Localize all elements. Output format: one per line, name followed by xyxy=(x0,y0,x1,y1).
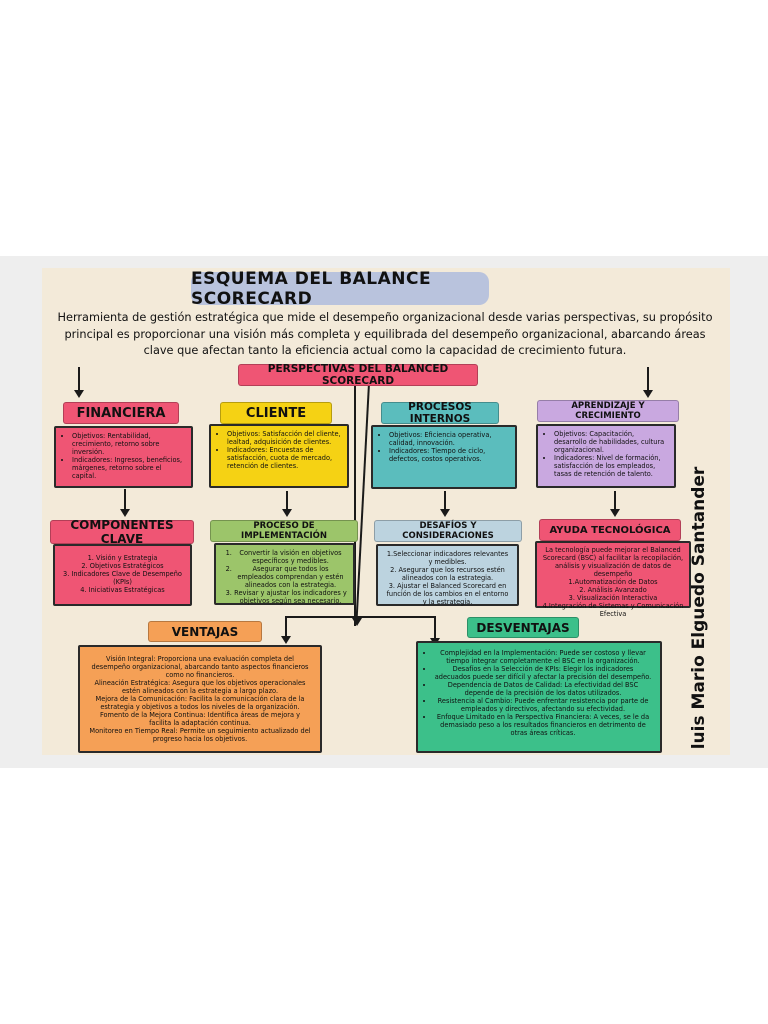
connector-line xyxy=(124,489,126,511)
connector-line xyxy=(434,616,436,640)
ventajas-box: Visión Integral: Proporciona una evaluac… xyxy=(78,645,322,753)
ventajas-item: Fomento de la Mejora Continua: Identific… xyxy=(99,711,301,727)
cliente-box: Objetivos: Satisfacción del cliente, lea… xyxy=(209,424,349,488)
connector-line xyxy=(285,616,287,638)
desventajas-header: DESVENTAJAS xyxy=(467,617,579,638)
desventajas-item: Complejidad en la Implementación: Puede … xyxy=(434,649,652,665)
aprendizaje-item: Objetivos: Capacitación, desarrollo de h… xyxy=(554,430,668,454)
arrow-icon xyxy=(643,390,653,398)
arrow-icon xyxy=(440,509,450,517)
ayuda-header: AYUDA TECNOLÓGICA xyxy=(539,519,681,541)
implementacion-item: Revisar y ajustar los indicadores y obje… xyxy=(234,589,347,605)
connector-line xyxy=(285,616,435,618)
procesos-header: PROCESOS INTERNOS xyxy=(381,401,499,425)
implementacion-box: Convertir la visión en objetivos específ… xyxy=(214,543,355,605)
ayuda-item: 3. Visualización Interactiva xyxy=(568,594,658,602)
procesos-item: Indicadores: Tiempo de ciclo, defectos, … xyxy=(389,447,509,463)
author-name: luis Mario Elguedo Santander xyxy=(684,466,714,750)
componentes-item: 4. Iniciativas Estratégicas xyxy=(80,586,165,594)
desventajas-box: Complejidad en la Implementación: Puede … xyxy=(416,641,662,753)
componentes-item: 2. Objetivos Estratégicos xyxy=(81,562,164,570)
diagram-title: ESQUEMA DEL BALANCE SCORECARD xyxy=(191,269,489,309)
arrow-icon xyxy=(74,390,84,398)
arrow-icon xyxy=(610,509,620,517)
financiera-item: Indicadores: Ingresos, beneficios, márge… xyxy=(72,456,185,480)
desventajas-item: Dependencia de Datos de Calidad: La efec… xyxy=(434,681,652,697)
ayuda-box: La tecnología puede mejorar el Balanced … xyxy=(535,541,691,618)
ventajas-item: Alineación Estratégica: Asegura que los … xyxy=(94,679,306,695)
aprendizaje-item: Indicadores: Nivel de formación, satisfa… xyxy=(554,454,668,478)
aprendizaje-box: Objetivos: Capacitación, desarrollo de h… xyxy=(536,424,676,488)
implementacion-item: Convertir la visión en objetivos específ… xyxy=(234,549,347,565)
desafios-item: 1.Seleccionar indicadores relevantes y m… xyxy=(386,550,509,566)
ventajas-header: VENTAJAS xyxy=(148,621,262,642)
procesos-item: Objetivos: Eficiencia operativa, calidad… xyxy=(389,431,509,447)
financiera-header: FINANCIERA xyxy=(63,402,179,424)
aprendizaje-header: APRENDIZAJE Y CRECIMIENTO xyxy=(537,400,679,422)
componentes-box: 1. Visión y Estrategia 2. Objetivos Estr… xyxy=(53,544,192,606)
componentes-item: 1. Visión y Estrategia xyxy=(87,554,158,562)
desventajas-item: Resistencia al Cambio: Puede enfrentar r… xyxy=(434,697,652,713)
perspectivas-header: PERSPECTIVAS DEL BALANCED SCORECARD xyxy=(238,363,478,387)
implementacion-item: Asegurar que todos los empleados compren… xyxy=(234,565,347,589)
desafios-header: DESAFÍOS Y CONSIDERACIONES xyxy=(374,520,522,542)
cliente-item: Indicadores: Encuestas de satisfacción, … xyxy=(227,446,341,470)
ayuda-item: 1.Automatización de Datos xyxy=(568,578,658,586)
ayuda-intro: La tecnología puede mejorar el Balanced … xyxy=(542,546,684,578)
arrow-icon xyxy=(352,618,362,626)
componentes-item: 3. Indicadores Clave de Desempeño (KPIs) xyxy=(63,570,182,586)
connector-line xyxy=(354,383,356,626)
connector-line xyxy=(78,367,80,393)
componentes-header: COMPONENTES CLAVE xyxy=(50,518,194,546)
cliente-header: CLIENTE xyxy=(220,402,332,424)
ventajas-item: Monitoreo en Tiempo Real: Permite un seg… xyxy=(89,727,311,743)
connector-line xyxy=(614,491,616,511)
author-name-text: luis Mario Elguedo Santander xyxy=(689,466,709,750)
arrow-icon xyxy=(120,509,130,517)
desventajas-item: Desafíos en la Selección de KPIs: Elegir… xyxy=(434,665,652,681)
ventajas-item: Visión Integral: Proporciona una evaluac… xyxy=(91,655,309,679)
arrow-icon xyxy=(281,636,291,644)
implementacion-header: PROCESO DE IMPLEMENTACIÓN xyxy=(210,520,358,542)
arrow-icon xyxy=(282,509,292,517)
desafios-item: 3. Ajustar el Balanced Scorecard en func… xyxy=(386,582,509,606)
desventajas-item: Enfoque Limitado en la Perspectiva Finan… xyxy=(434,713,652,737)
procesos-box: Objetivos: Eficiencia operativa, calidad… xyxy=(371,425,517,489)
ventajas-item: Mejora de la Comunicación: Facilita la c… xyxy=(95,695,305,711)
financiera-box: Objetivos: Rentabilidad, crecimiento, re… xyxy=(54,426,193,488)
connector-line xyxy=(444,491,446,511)
intro-text: Herramienta de gestión estratégica que m… xyxy=(57,311,713,357)
connector-line xyxy=(647,367,649,393)
desafios-item: 2. Asegurar que los recursos estén aline… xyxy=(390,566,505,582)
cliente-item: Objetivos: Satisfacción del cliente, lea… xyxy=(227,430,341,446)
ayuda-item: 4.Integración de Sistemas y Comunicación… xyxy=(542,602,684,618)
ayuda-item: 2. Análisis Avanzado xyxy=(579,586,647,594)
connector-line xyxy=(286,491,288,511)
financiera-item: Objetivos: Rentabilidad, crecimiento, re… xyxy=(72,432,185,456)
desafios-box: 1.Seleccionar indicadores relevantes y m… xyxy=(376,544,519,606)
